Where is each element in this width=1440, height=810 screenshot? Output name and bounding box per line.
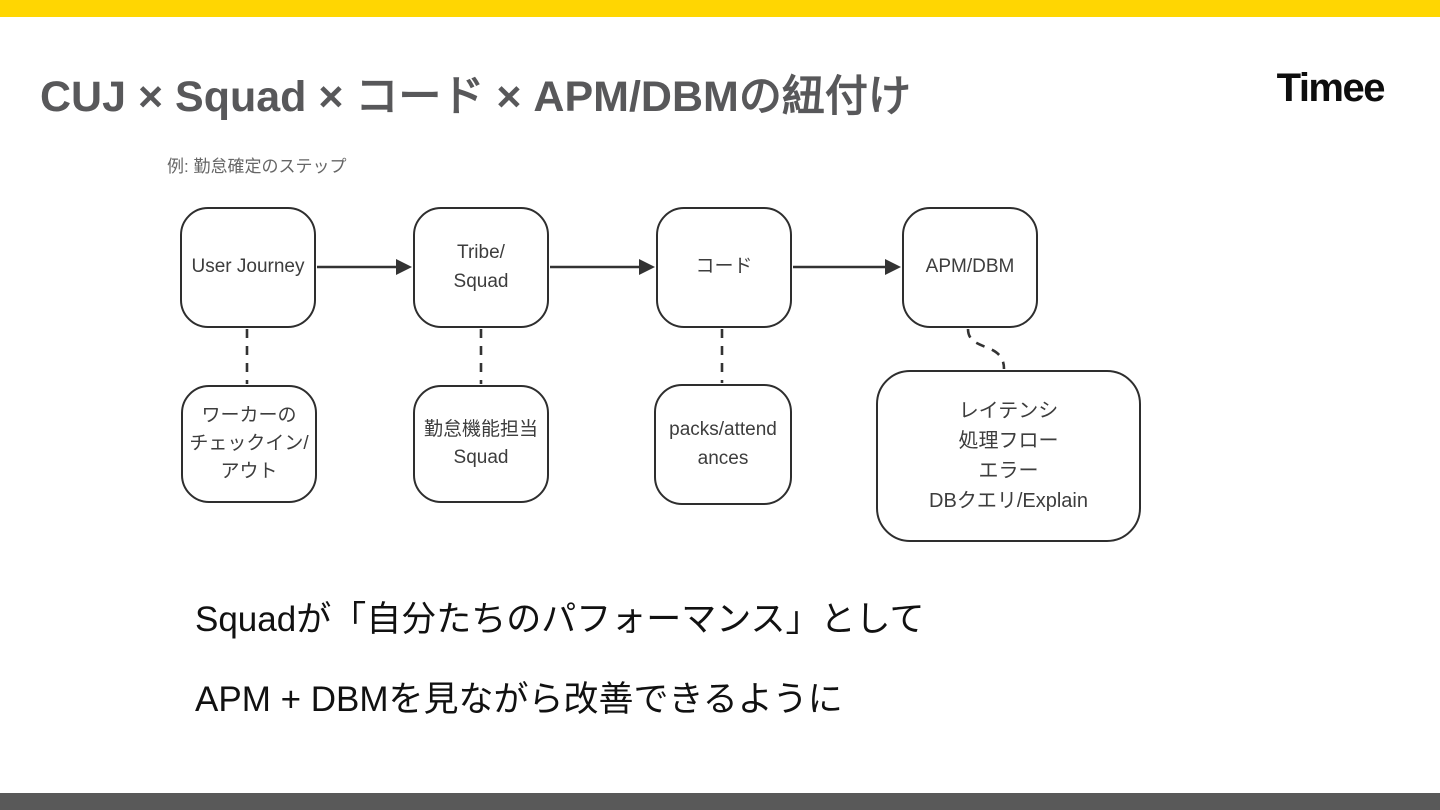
node-tribe-squad: Tribe/ Squad (413, 207, 549, 328)
key-message-line-2: APM + DBMを見ながら改善できるように (195, 680, 843, 719)
diagram-caption: 例: 勤怠確定のステップ (167, 157, 347, 176)
timee-logo: Timee (1276, 66, 1386, 110)
node-apm-dbm: APM/DBM (902, 207, 1038, 328)
node-packs-attendances: packs/attend ances (654, 384, 792, 505)
dashed-connector-4 (966, 328, 1006, 370)
slide-title: CUJ × Squad × コード × APM/DBMの紐付け (40, 73, 911, 121)
key-message-line-1: Squadが「自分たちのパフォーマンス」として (195, 600, 925, 639)
flow-arrow-1-head (396, 259, 412, 275)
top-accent-bar (0, 0, 1440, 17)
node-attendance-squad: 勤怠機能担当 Squad (413, 385, 549, 503)
node-worker-check-in-out: ワーカーの チェックイン/ アウト (181, 385, 317, 503)
node-user-journey: User Journey (180, 207, 316, 328)
flow-arrow-3-head (885, 259, 901, 275)
footer-bar (0, 793, 1440, 810)
node-metrics-detail: レイテンシ 処理フロー エラー DBクエリ/Explain (876, 370, 1141, 542)
node-code: コード (656, 207, 792, 328)
key-message: Squadが「自分たちのパフォーマンス」として APM + DBMを見ながら改善… (195, 598, 924, 758)
flow-arrow-2-head (639, 259, 655, 275)
